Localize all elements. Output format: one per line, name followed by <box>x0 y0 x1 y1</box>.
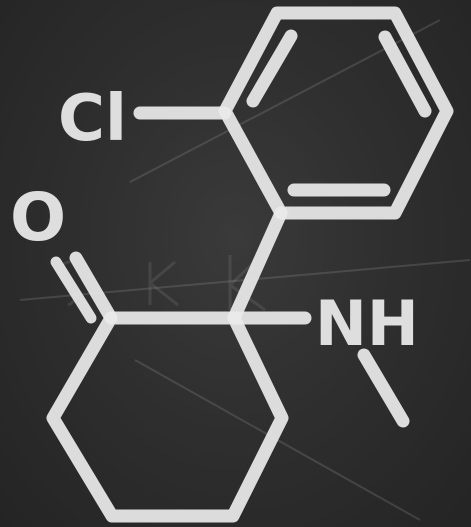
carbonyl-bond <box>50 251 118 325</box>
oxygen-label: O <box>10 179 66 256</box>
benzene-ring <box>218 6 454 220</box>
methyl-bond <box>357 348 410 428</box>
amine-label: NH <box>315 287 419 360</box>
cyclohexanone-ring <box>46 311 289 523</box>
chlorine-label: Cl <box>58 82 127 156</box>
aryl-bond <box>227 206 288 325</box>
